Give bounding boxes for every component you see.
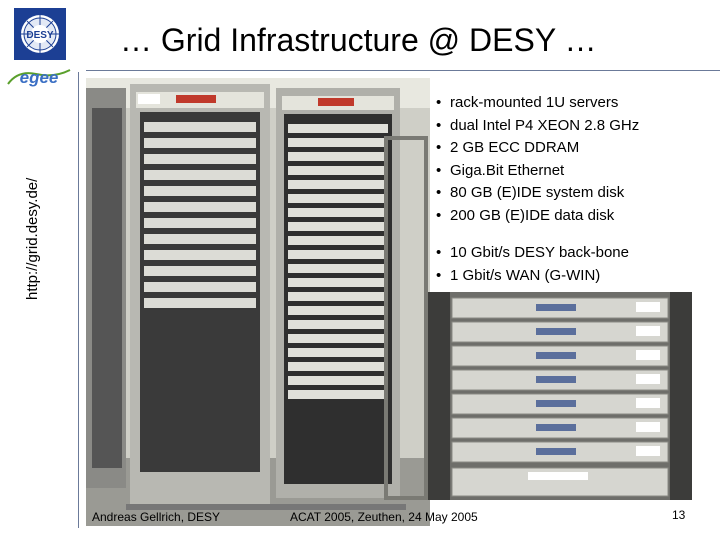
- spec-bullet: Giga.Bit Ethernet: [436, 160, 716, 183]
- spec-bullet: 2 GB ECC DDRAM: [436, 137, 716, 160]
- page-number: 13: [672, 508, 686, 522]
- footer-event: ACAT 2005, Zeuthen, 24 May 2005: [290, 510, 478, 524]
- servers-photo: [428, 292, 692, 500]
- side-url: http://grid.desy.de/: [24, 177, 41, 300]
- network-bullet: 1 Gbit/s WAN (G-WIN): [436, 265, 716, 288]
- footer-author: Andreas Gellrich, DESY: [92, 510, 221, 524]
- left-sidebar: DESY egee http://grid.desy.de/: [0, 0, 78, 540]
- egee-logo: egee: [6, 66, 72, 88]
- spec-bullet-list: rack-mounted 1U servers dual Intel P4 XE…: [436, 92, 716, 227]
- desy-logo: DESY: [14, 8, 66, 60]
- slide-title: … Grid Infrastructure @ DESY …: [120, 22, 597, 58]
- spec-bullet: dual Intel P4 XEON 2.8 GHz: [436, 115, 716, 138]
- vertical-rule: [78, 72, 79, 528]
- spec-bullet: 200 GB (E)IDE data disk: [436, 205, 716, 228]
- spec-bullet: rack-mounted 1U servers: [436, 92, 716, 115]
- egee-logo-text: egee: [20, 68, 59, 87]
- network-bullet-list: 10 Gbit/s DESY back-bone 1 Gbit/s WAN (G…: [436, 242, 716, 287]
- spec-bullet: 80 GB (E)IDE system disk: [436, 182, 716, 205]
- network-bullet: 10 Gbit/s DESY back-bone: [436, 242, 716, 265]
- title-rule: [86, 70, 720, 71]
- rack-photo: [86, 78, 430, 526]
- desy-logo-text: DESY: [26, 30, 54, 41]
